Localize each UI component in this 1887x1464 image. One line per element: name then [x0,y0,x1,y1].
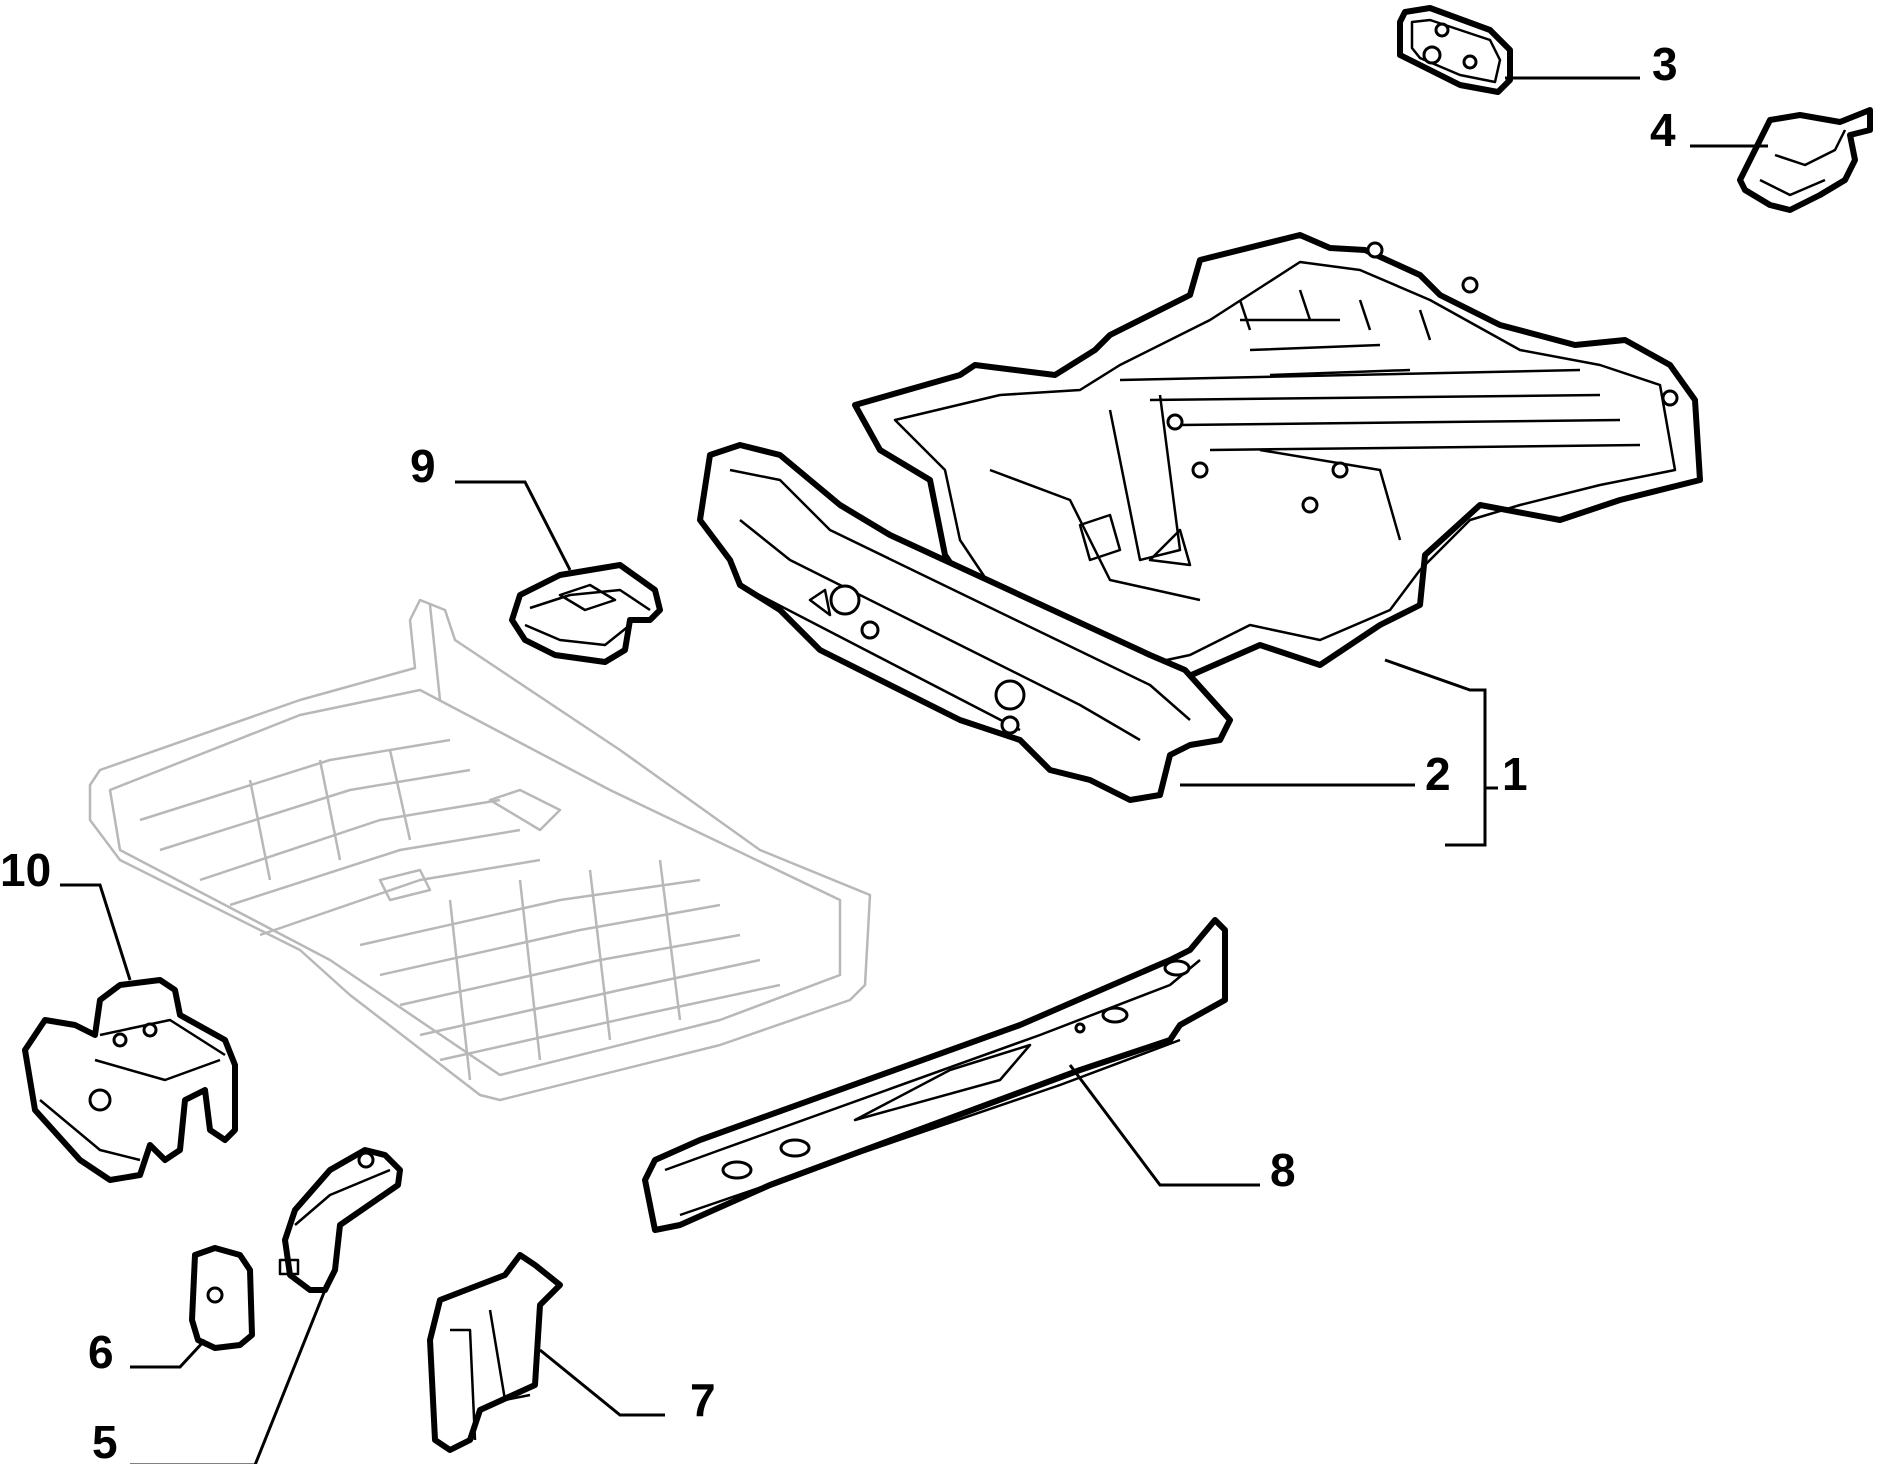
part-10-mounting-bracket [22,977,238,1183]
reference-floor-ghost [88,598,872,1102]
callout-8: 8 [1270,1144,1296,1196]
callout-7: 7 [690,1374,716,1426]
leader-9 [455,480,572,571]
callout-2: 2 [1425,748,1451,800]
part-4-bracket [1737,107,1873,213]
leader-8 [1068,1064,1260,1187]
leader-1-bracket [1384,658,1487,847]
leader-5 [130,1289,327,1464]
callout-1: 1 [1502,748,1528,800]
part-2-cross-member [697,442,1233,803]
leader-lines [60,76,1768,1464]
callout-3: 3 [1652,38,1678,90]
callout-10: 10 [0,844,51,896]
part-5-stud-bracket [278,1147,403,1293]
leader-10 [60,883,132,981]
part-7-side-bracket [427,1252,563,1453]
leader-6 [130,1338,207,1369]
callout-4: 4 [1650,104,1676,156]
leader-7 [539,1348,665,1417]
callout-6: 6 [88,1326,114,1378]
callout-5: 5 [92,1416,118,1464]
callout-labels: 1 2 3 4 5 6 7 8 9 10 [0,38,1678,1464]
part-3-reinforcement-plate [1397,5,1513,95]
part-1-rear-floor-panel [852,232,1703,703]
callout-9: 9 [410,440,436,492]
part-9-cap [509,562,663,665]
part-6-rubber-pad [189,1245,255,1351]
part-8-longitudinal-rail [642,917,1228,1233]
